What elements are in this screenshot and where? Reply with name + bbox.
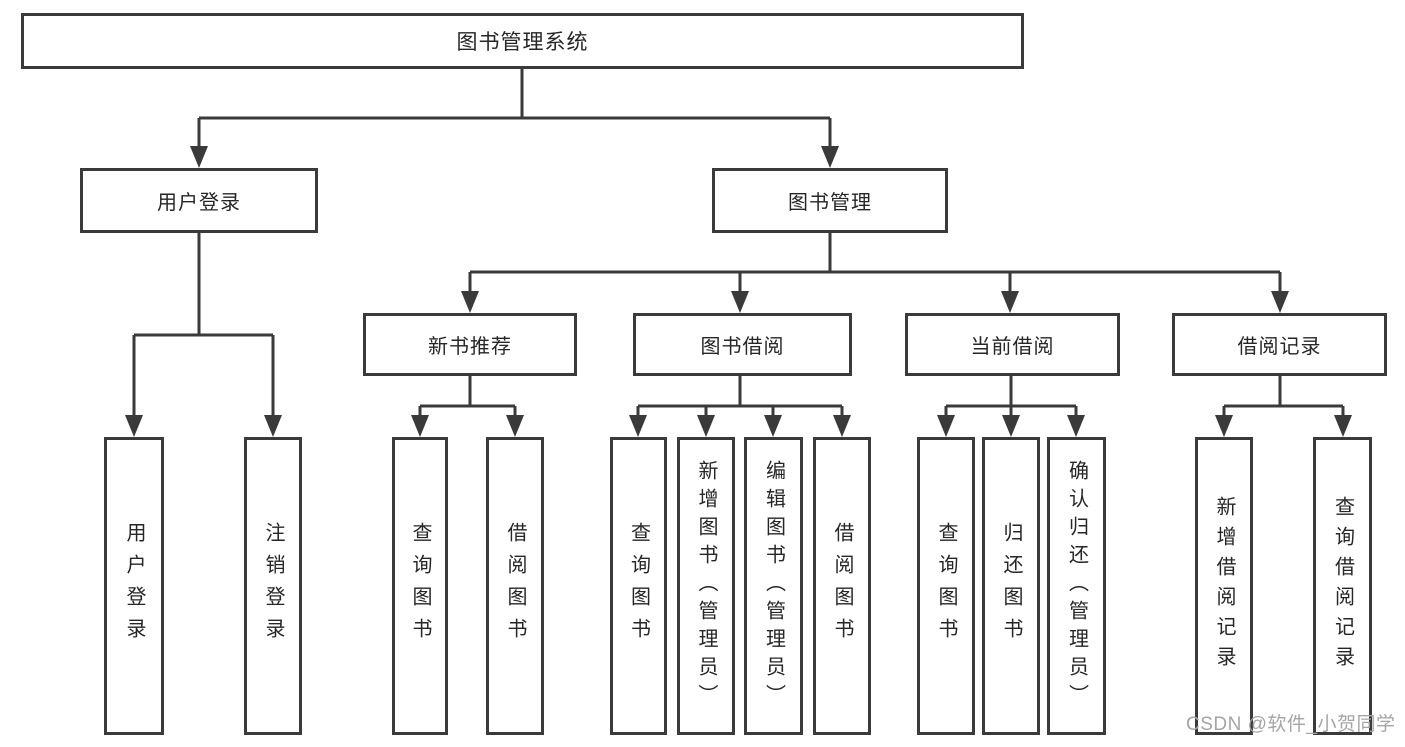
leaf-borrow-add-books-admin: 新增图书（管理员） (677, 437, 735, 735)
arrow-down-icon (1215, 415, 1233, 437)
csdn-watermark: CSDN @软件_小贺同学 (1186, 714, 1396, 735)
node-label: 图书借阅 (700, 336, 785, 358)
leaf-borrow-edit-books-admin: 编辑图书（管理员） (744, 437, 803, 735)
leaf-label: 归还图书 (1000, 522, 1022, 650)
node-label: 新书推荐 (428, 336, 512, 358)
node-current-borrow: 当前借阅 (905, 313, 1120, 376)
connector-current-borrow-to-leaves (937, 376, 1085, 437)
arrow-down-icon (821, 146, 839, 168)
leaf-label: 编辑图书（管理员） (762, 460, 785, 712)
arrow-down-icon (1002, 415, 1020, 437)
leaf-records-query-borrow-record: 查询借阅记录 (1313, 437, 1372, 735)
arrow-down-icon (1271, 291, 1289, 313)
leaf-label: 借阅图书 (504, 522, 526, 650)
leaf-current-query-books: 查询图书 (917, 437, 975, 735)
leaf-current-confirm-return-admin: 确认归还（管理员） (1047, 437, 1106, 735)
node-borrow-records: 借阅记录 (1172, 313, 1387, 376)
arrow-down-icon (833, 415, 851, 437)
leaf-label: 借阅图书 (831, 522, 853, 650)
leaf-label: 查询图书 (409, 522, 431, 650)
node-new-book-recommend: 新书推荐 (363, 313, 577, 376)
arrow-down-icon (697, 415, 715, 437)
connector-book-management-to-level3 (461, 233, 1289, 313)
leaf-logout-login: 注销登录 (244, 437, 302, 735)
node-book-borrow: 图书借阅 (633, 313, 852, 376)
connector-borrow-records-to-leaves (1215, 376, 1352, 437)
connector-book-borrow-to-leaves (629, 376, 851, 437)
leaf-label: 新增借阅记录 (1213, 496, 1235, 676)
arrow-down-icon (461, 291, 479, 313)
arrow-down-icon (1067, 415, 1085, 437)
leaf-label: 用户登录 (123, 522, 145, 650)
node-label: 用户登录 (157, 192, 241, 214)
node-user-login: 用户登录 (80, 168, 318, 233)
arrow-down-icon (264, 415, 282, 437)
node-label: 借阅记录 (1237, 336, 1322, 358)
arrow-down-icon (411, 415, 429, 437)
node-label: 当前借阅 (970, 336, 1055, 358)
node-label: 图书管理系统 (456, 31, 589, 54)
connector-user-login-to-leaves (125, 233, 282, 437)
leaf-current-return-books: 归还图书 (982, 437, 1040, 735)
node-library-system: 图书管理系统 (21, 13, 1024, 69)
leaf-label: 查询图书 (935, 522, 957, 650)
leaf-user-login: 用户登录 (104, 437, 164, 735)
connector-new-book-to-leaves (411, 376, 524, 437)
arrow-down-icon (731, 291, 749, 313)
leaf-label: 确认归还（管理员） (1065, 460, 1088, 712)
leaf-label: 查询借阅记录 (1331, 496, 1354, 676)
arrow-down-icon (125, 415, 143, 437)
leaf-borrow-borrow-books: 借阅图书 (813, 437, 871, 735)
leaf-label: 注销登录 (262, 522, 284, 650)
arrow-down-icon (506, 415, 524, 437)
arrow-down-icon (190, 146, 208, 168)
arrow-down-icon (1334, 415, 1352, 437)
arrow-down-icon (1001, 291, 1019, 313)
arrow-down-icon (629, 415, 647, 437)
arrow-down-icon (937, 415, 955, 437)
arrow-down-icon (764, 415, 782, 437)
leaf-borrow-query-books: 查询图书 (610, 437, 667, 735)
leaf-records-add-borrow-record: 新增借阅记录 (1195, 437, 1253, 735)
leaf-label: 查询图书 (627, 522, 650, 650)
leaf-newbook-borrow-books: 借阅图书 (486, 437, 544, 735)
node-label: 图书管理 (788, 192, 872, 214)
leaf-label: 新增图书（管理员） (695, 460, 717, 712)
connector-root-to-level2 (190, 69, 839, 168)
leaf-newbook-query-books: 查询图书 (392, 437, 448, 735)
node-book-management: 图书管理 (712, 168, 948, 233)
